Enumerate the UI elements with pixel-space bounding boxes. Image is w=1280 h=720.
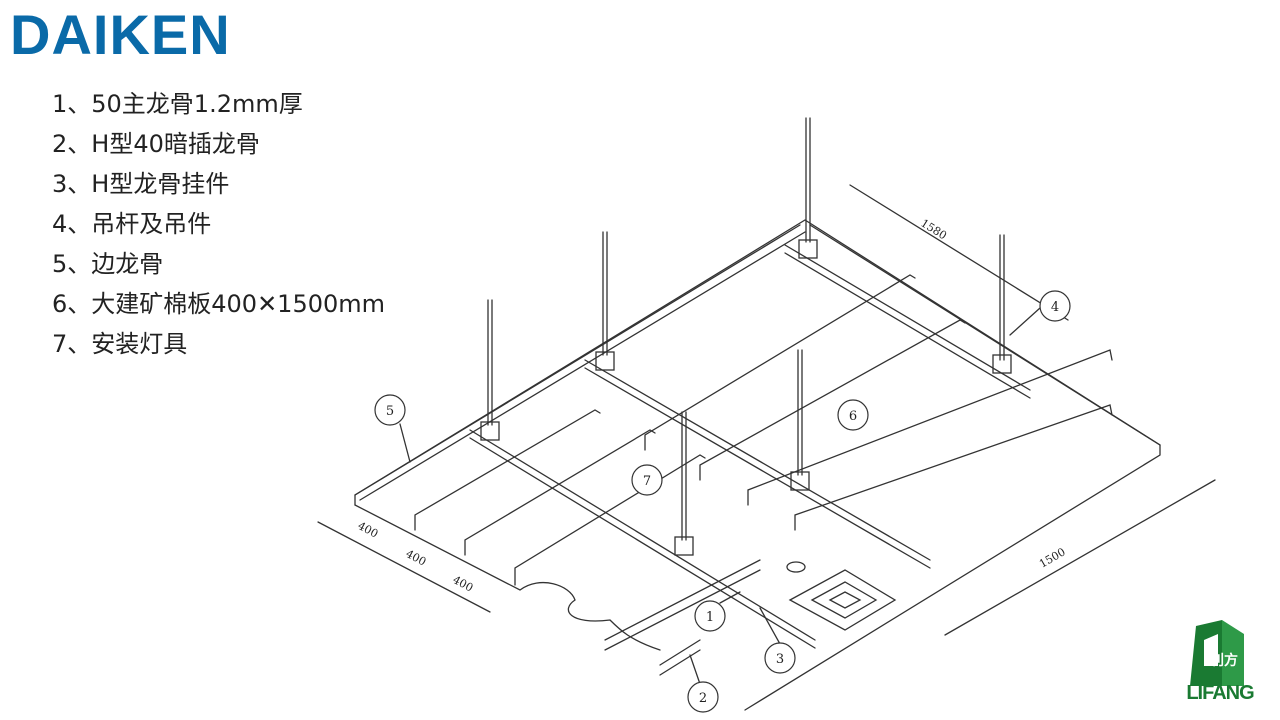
dimension-400-a: 400: [356, 519, 381, 540]
lifang-badge-icon: [1190, 620, 1244, 686]
dimension-400-c: 400: [451, 573, 476, 594]
callout-circle-1: [694, 600, 726, 632]
callout-circle-6: [837, 399, 869, 431]
callout-circle-4: [1039, 290, 1071, 322]
legend-item-1: 1、50主龙骨1.2mm厚: [52, 90, 303, 118]
callout-4: 4: [1051, 300, 1059, 315]
hanger-rods: [487, 117, 1005, 541]
component-legend: 1、50主龙骨1.2mm厚 2、H型40暗插龙骨 3、H型龙骨挂件 4、吊杆及吊…: [52, 84, 385, 364]
hanger-clips: [480, 239, 1012, 556]
callout-circle-5: [374, 394, 406, 426]
ceiling-board-outline: [354, 219, 1161, 711]
main-runners: [469, 244, 1031, 649]
callout-circle-7: [631, 464, 663, 496]
callout-2: 2: [699, 691, 707, 706]
callout-3: 3: [776, 652, 784, 667]
legend-item-3: 3、H型龙骨挂件: [52, 170, 230, 198]
lifang-badge-chars: 利方: [1210, 653, 1238, 669]
concealed-runners: [414, 274, 1113, 676]
daiken-logo: DAIKEN: [10, 3, 231, 66]
lifang-badge-word: LIFANG: [1186, 682, 1254, 704]
legend-item-4: 4、吊杆及吊件: [52, 210, 212, 238]
legend-item-5: 5、边龙骨: [52, 250, 164, 278]
light-fixture: [786, 561, 897, 631]
callout-circle-3: [764, 642, 796, 674]
legend-item-7: 7、安装灯具: [52, 330, 188, 358]
callout-6: 6: [849, 409, 857, 424]
callout-7: 7: [643, 474, 651, 489]
edge-trim: [354, 224, 1161, 501]
legend-item-6: 6、大建矿棉板400✕1500mm: [52, 290, 386, 318]
callout-circle-2: [687, 681, 719, 713]
dimension-lines: [317, 184, 1216, 636]
dimension-400-b: 400: [404, 547, 429, 568]
dimension-1580: 1580: [918, 217, 949, 243]
callout-5: 5: [386, 404, 394, 419]
callout-1: 1: [706, 610, 714, 625]
legend-item-2: 2、H型40暗插龙骨: [52, 130, 260, 158]
callout-circles: [374, 290, 1071, 713]
callout-leaders: [399, 307, 1041, 685]
